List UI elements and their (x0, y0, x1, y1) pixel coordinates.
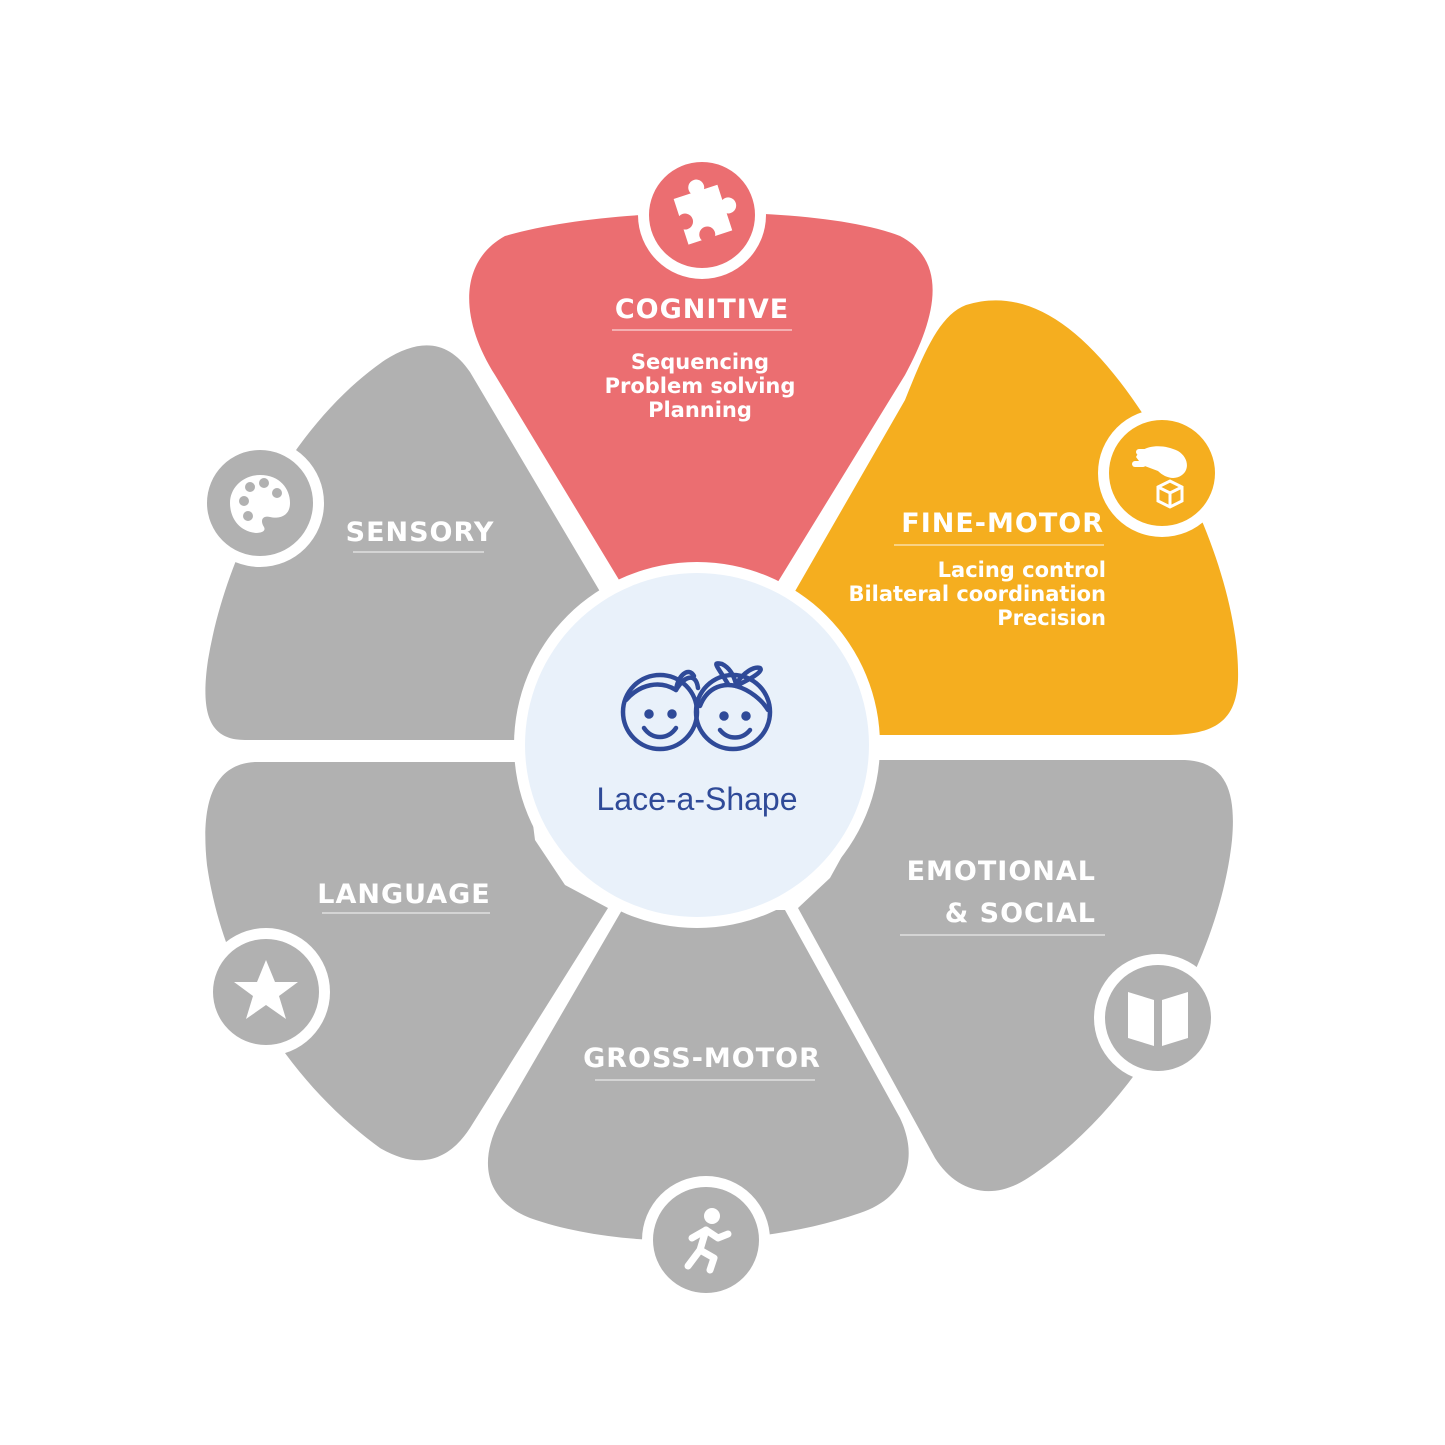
badge-gross-motor (642, 1176, 770, 1304)
segment-fine-motor-item: Lacing control (938, 558, 1106, 582)
segment-cognitive-title: COGNITIVE (615, 294, 789, 325)
segment-language-title: LANGUAGE (317, 879, 490, 910)
center-hub: Lace-a-Shape (514, 562, 880, 928)
center-title: Lace-a-Shape (596, 781, 797, 817)
badge-language (202, 928, 330, 1056)
badge-emotional-social (1094, 954, 1222, 1082)
segment-gross-motor[interactable]: GROSS-MOTOR (487, 910, 909, 1241)
segment-sensory-shape (205, 345, 605, 740)
puzzle-icon (673, 179, 737, 245)
segment-cognitive-shape (469, 212, 933, 598)
segment-cognitive-item: Problem solving (605, 374, 796, 398)
kids-faces-icon (620, 661, 773, 752)
segment-language-shape (205, 762, 608, 1161)
segment-fine-motor-item: Bilateral coordination (848, 582, 1106, 606)
hand-block-icon (1132, 446, 1187, 509)
running-person-icon (684, 1208, 732, 1274)
segment-fine-motor-title: FINE-MOTOR (901, 508, 1104, 539)
star-icon (234, 960, 298, 1019)
badge-cognitive (638, 151, 766, 279)
book-icon (1128, 992, 1188, 1046)
segment-fine-motor[interactable]: FINE-MOTOR Lacing control Bilateral coor… (790, 300, 1239, 735)
segment-emotional-social-shape (798, 760, 1233, 1192)
segment-emotional-social-title: & SOCIAL (945, 898, 1096, 929)
segment-cognitive-item: Planning (648, 398, 752, 422)
palette-icon (230, 475, 290, 533)
segment-cognitive-item: Sequencing (631, 350, 769, 374)
segment-gross-motor-title: GROSS-MOTOR (583, 1043, 821, 1074)
segment-cognitive[interactable]: COGNITIVE Sequencing Problem solving Pla… (469, 212, 933, 598)
badge-sensory (196, 439, 324, 567)
segment-emotional-social-title: EMOTIONAL (907, 856, 1096, 887)
segment-fine-motor-shape (790, 300, 1239, 735)
segment-sensory-title: SENSORY (346, 517, 495, 548)
segment-emotional-social[interactable]: EMOTIONAL & SOCIAL (798, 760, 1233, 1192)
segment-fine-motor-item: Precision (997, 606, 1106, 630)
segment-sensory[interactable]: SENSORY (205, 345, 605, 740)
segment-gross-motor-shape (487, 910, 909, 1241)
segment-language[interactable]: LANGUAGE (205, 762, 608, 1161)
badge-fine-motor (1098, 409, 1226, 537)
